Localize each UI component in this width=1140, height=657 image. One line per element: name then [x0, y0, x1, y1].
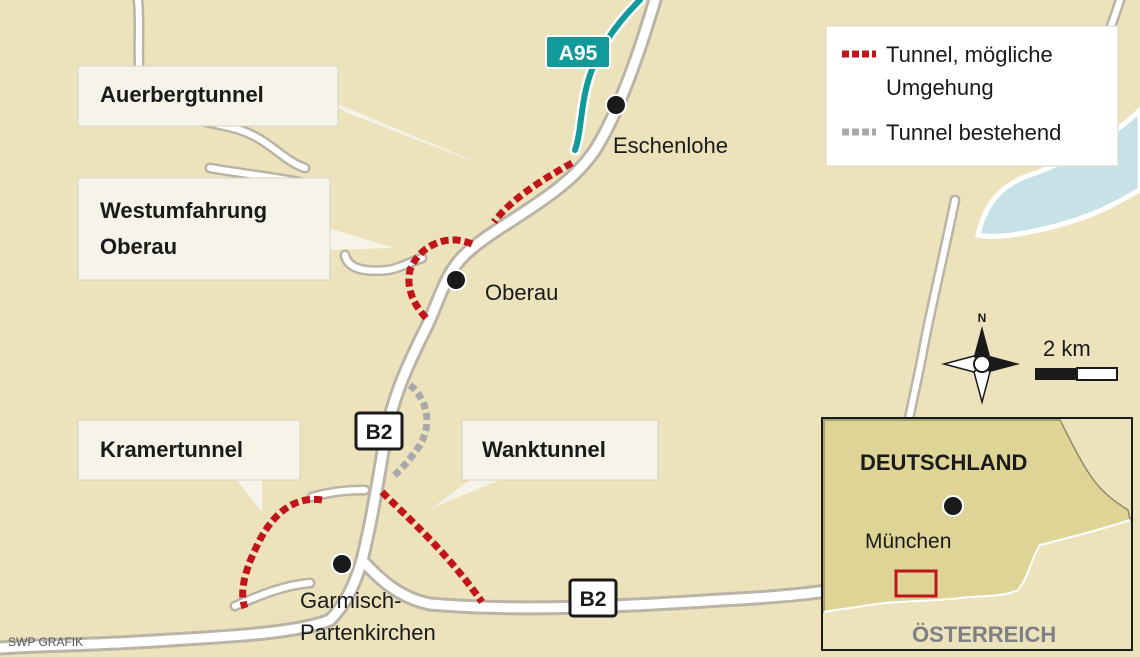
callout-westumfahrung-line1: Westumfahrung	[100, 198, 267, 223]
inset-city-label: München	[865, 530, 951, 553]
road-badge-a95: A95	[545, 35, 611, 69]
town-oberau-label: Oberau	[485, 280, 558, 305]
inset-border-line	[823, 519, 1131, 613]
scale-bar-label: 2 km	[1043, 336, 1091, 361]
road-badge-b2-south-label: B2	[580, 588, 607, 611]
town-oberau: Oberau	[445, 269, 558, 305]
road-badge-b2-north-label: B2	[366, 421, 393, 444]
inset-country-label: DEUTSCHLAND	[860, 450, 1027, 475]
route-auerbergtunnel	[491, 159, 574, 225]
motorway-a95	[569, 0, 646, 156]
scale-bar: 2 km	[1035, 336, 1118, 381]
route-wanktunnel	[379, 489, 485, 605]
route-westumfahrung-oberau	[405, 236, 474, 323]
inset-neighbor-label: ÖSTERREICH	[912, 622, 1056, 647]
town-garmisch-partenkirchen: Garmisch- Partenkirchen	[300, 553, 436, 645]
callout-westumfahrung-oberau: Westumfahrung Oberau	[77, 177, 395, 281]
road-badge-b2-north: B2	[354, 411, 404, 451]
compass-north-label: N	[978, 311, 987, 325]
planned-tunnels	[239, 159, 574, 610]
inset-map: DEUTSCHLAND München ÖSTERREICH	[821, 417, 1133, 651]
credit-label: SWP GRAFIK	[8, 635, 83, 649]
town-marker-icon	[445, 269, 467, 291]
callout-auerbergtunnel-label: Auerbergtunnel	[100, 82, 264, 107]
legend: Tunnel, mögliche Umgehung Tunnel bestehe…	[825, 25, 1119, 167]
legend-planned-label-line2: Umgehung	[886, 75, 994, 100]
town-garmisch-label-line1: Garmisch-	[300, 588, 401, 613]
inset-city-marker-icon	[942, 495, 964, 517]
callout-kramertunnel: Kramertunnel	[77, 419, 301, 512]
callout-westumfahrung-line2: Oberau	[100, 234, 177, 259]
town-garmisch-label-line2: Partenkirchen	[300, 620, 436, 645]
town-marker-icon	[605, 94, 627, 116]
town-eschenlohe-label: Eschenlohe	[613, 133, 728, 158]
route-kramertunnel	[239, 495, 323, 610]
callout-wanktunnel-label: Wanktunnel	[482, 437, 606, 462]
legend-planned-label-line1: Tunnel, mögliche	[886, 42, 1053, 67]
town-eschenlohe: Eschenlohe	[605, 94, 728, 158]
road-badge-a95-label: A95	[559, 42, 598, 65]
existing-tunnel	[389, 382, 431, 481]
callout-kramertunnel-label: Kramertunnel	[100, 437, 243, 462]
legend-existing-label: Tunnel bestehend	[886, 120, 1061, 145]
callout-auerbergtunnel: Auerbergtunnel	[77, 65, 495, 170]
town-marker-icon	[331, 553, 353, 575]
callout-wanktunnel: Wanktunnel	[432, 419, 659, 508]
compass-icon: N	[941, 311, 1020, 405]
inset-area-marker	[894, 569, 938, 598]
road-badge-b2-south: B2	[568, 578, 618, 618]
